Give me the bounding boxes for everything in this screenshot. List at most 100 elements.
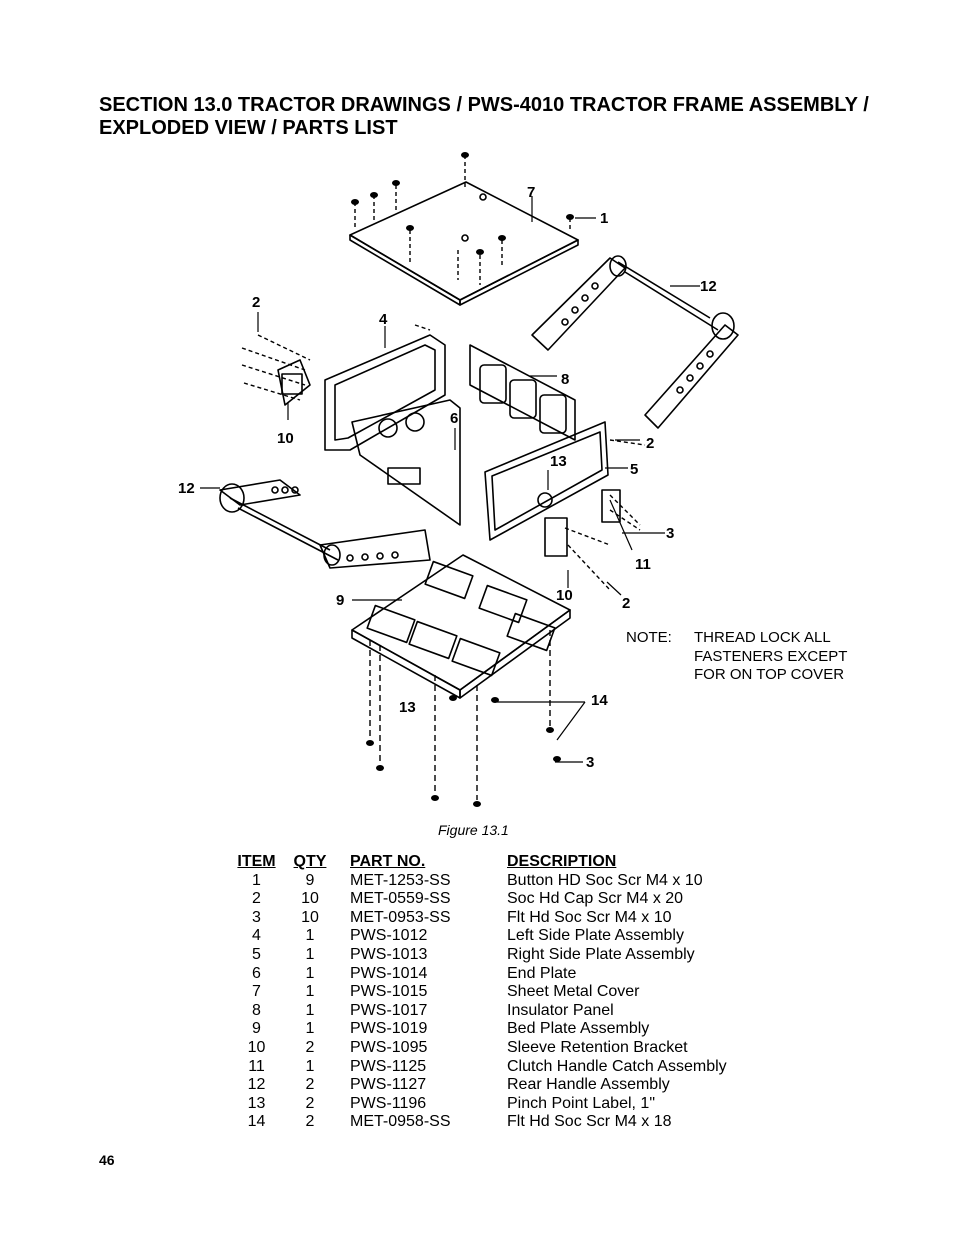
header-qty: QTY	[293, 853, 327, 870]
note-label: NOTE:	[626, 629, 672, 646]
callout-14: 14	[591, 692, 608, 709]
callout-6: 6	[450, 410, 458, 427]
callout-5: 5	[630, 461, 638, 478]
item-cell: 13	[247, 1094, 266, 1112]
table-row: 4 1 PWS-1012 Left Side Plate Assembly	[229, 927, 767, 946]
part-no-cell: PWS-1012	[350, 927, 428, 945]
insulator-panel-drawing	[469, 344, 576, 441]
callout-2-left: 2	[252, 294, 260, 311]
rear-handle-right-drawing	[531, 255, 739, 429]
exploded-view-drawing: 7 1 12 2 4 8 10 6 2 13 5 12 3 11 10 2 9 …	[170, 150, 870, 820]
description-cell: Left Side Plate Assembly	[507, 927, 684, 945]
item-cell: 7	[252, 983, 261, 1001]
item-cell: 1	[252, 871, 261, 889]
part-no-cell: PWS-1017	[350, 1001, 428, 1019]
item-cell: 8	[252, 1001, 261, 1019]
header-item: ITEM	[237, 853, 276, 870]
description-cell: Rear Handle Assembly	[507, 1076, 670, 1094]
description-cell: Bed Plate Assembly	[507, 1020, 650, 1038]
table-row: 8 1 PWS-1017 Insulator Panel	[229, 1002, 767, 1021]
part-no-cell: PWS-1019	[350, 1020, 428, 1038]
item-cell: 14	[247, 1113, 266, 1131]
qty-cell: 10	[301, 890, 319, 908]
qty-cell: 1	[305, 927, 315, 945]
part-no-cell: PWS-1013	[350, 945, 428, 963]
sheet-metal-cover-drawing	[349, 181, 579, 306]
callout-3-bottom: 3	[586, 754, 594, 771]
description-cell: Right Side Plate Assembly	[507, 945, 695, 963]
item-cell: 3	[252, 908, 261, 926]
qty-cell: 1	[305, 1001, 315, 1019]
left-screws	[241, 324, 431, 401]
figure-caption: Figure 13.1	[438, 822, 509, 838]
table-row: 12 2 PWS-1127 Rear Handle Assembly	[229, 1076, 767, 1095]
description-cell: Button HD Soc Scr M4 x 10	[507, 871, 703, 889]
part-no-cell: PWS-1196	[350, 1094, 427, 1112]
part-no-cell: PWS-1015	[350, 983, 428, 1001]
end-plate-drawing	[351, 399, 461, 526]
item-cell: 11	[248, 1057, 265, 1075]
item-cell: 12	[247, 1076, 266, 1094]
part-no-cell: PWS-1095	[350, 1038, 428, 1056]
bottom-screw-heads	[366, 695, 561, 807]
bottom-screws	[369, 630, 551, 800]
callout-10-left: 10	[277, 430, 294, 447]
callout-12-top: 12	[700, 278, 717, 295]
screw-heads	[351, 152, 574, 255]
qty-cell: 2	[305, 1038, 315, 1056]
note-line: FOR ON TOP COVER	[694, 666, 845, 683]
callout-7: 7	[527, 184, 535, 201]
part-no-cell: PWS-1127	[350, 1076, 427, 1094]
part-no-cell: MET-1253-SS	[350, 871, 451, 889]
callout-1: 1	[600, 210, 608, 227]
description-cell: Insulator Panel	[507, 1001, 614, 1019]
description-cell: Clutch Handle Catch Assembly	[507, 1057, 727, 1075]
part-no-cell: MET-0559-SS	[350, 890, 451, 908]
item-cell: 10	[247, 1038, 266, 1056]
page-title: SECTION 13.0 TRACTOR DRAWINGS / PWS-4010…	[99, 94, 869, 139]
item-cell: 2	[252, 890, 261, 908]
qty-cell: 2	[305, 1094, 315, 1112]
part-no-cell: MET-0958-SS	[350, 1113, 451, 1131]
callout-9: 9	[336, 592, 344, 609]
item-cell: 4	[252, 927, 261, 945]
table-row: 9 1 PWS-1019 Bed Plate Assembly	[229, 1020, 767, 1039]
note-line: FASTENERS EXCEPT	[694, 647, 848, 665]
part-no-cell: MET-0953-SS	[350, 908, 451, 926]
qty-cell: 2	[305, 1076, 315, 1094]
callout-13-bottom: 13	[399, 699, 416, 716]
description-cell: Sleeve Retention Bracket	[507, 1038, 688, 1056]
right-side-plate-drawing	[484, 421, 621, 557]
left-side-plate-drawing	[277, 334, 446, 451]
callout-numbers: 7 1 12 2 4 8 10 6 2 13 5 12 3 11 10 2 9 …	[178, 184, 717, 771]
qty-cell: 2	[305, 1113, 315, 1131]
callout-4: 4	[379, 311, 388, 328]
parts-list-table: ITEM QTY PART NO. DESCRIPTION 1 9 MET-1253…	[229, 853, 767, 1132]
qty-cell: 1	[305, 1057, 315, 1075]
description-cell: Flt Hd Soc Scr M4 x 10	[507, 908, 672, 926]
qty-cell: 1	[305, 983, 315, 1001]
description-cell: Sheet Metal Cover	[507, 983, 640, 1001]
qty-cell: 1	[305, 964, 315, 982]
qty-cell: 1	[305, 1020, 315, 1038]
header-description: DESCRIPTION	[507, 853, 617, 870]
note-text: THREAD LOCK ALL FASTENERS EXCEPT FOR ON …	[694, 629, 874, 685]
item-cell: 9	[252, 1020, 261, 1038]
callout-leaders	[200, 196, 700, 763]
header-part-no: PART NO.	[350, 853, 426, 870]
callout-11: 11	[635, 556, 651, 573]
cover-screws	[354, 155, 571, 285]
callout-2-right: 2	[646, 435, 654, 452]
table-row: 1 9 MET-1253-SS Button HD Soc Scr M4 x 10	[229, 872, 767, 891]
callout-12-left: 12	[178, 480, 195, 497]
qty-cell: 9	[305, 871, 315, 889]
callout-8: 8	[561, 371, 569, 388]
page-number: 46	[99, 1152, 115, 1168]
